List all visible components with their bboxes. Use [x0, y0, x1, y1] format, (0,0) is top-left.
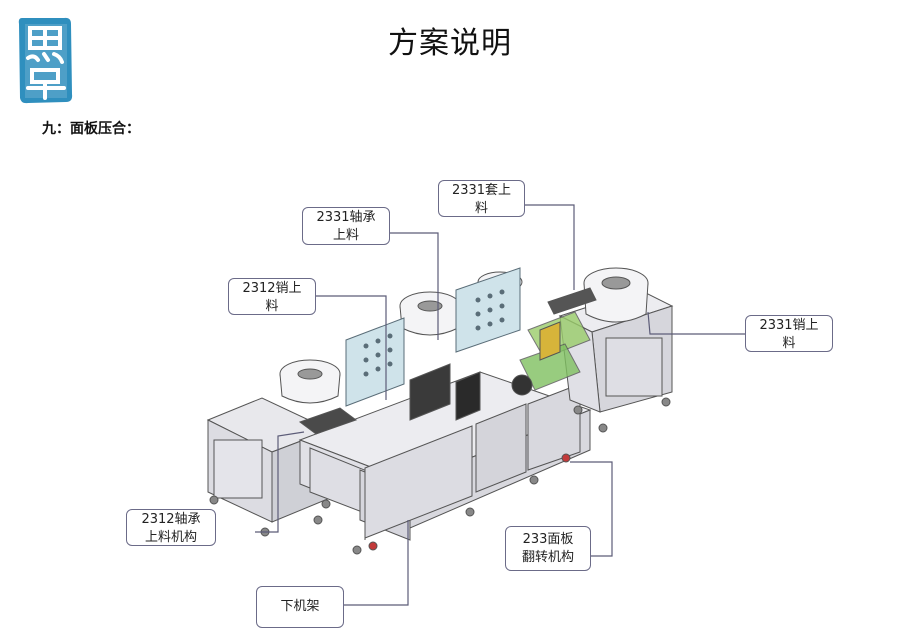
callout-line: 2312轴承 — [141, 512, 201, 527]
callout-2331-bearing-feed: 2331轴承 上料 — [302, 207, 390, 245]
callout-line: 料 — [782, 336, 796, 351]
callout-line: 2331套上 — [451, 183, 512, 198]
callout-line: 上料 — [332, 228, 359, 243]
callout-line: 下机架 — [280, 599, 320, 614]
callout-line: 233面板 — [522, 532, 574, 547]
callout-233-panel-flip-mechanism: 233面板 翻转机构 — [505, 526, 591, 571]
callout-2312-bearing-feed-mechanism: 2312轴承 上料机构 — [126, 509, 216, 546]
callout-line: 料 — [474, 201, 488, 216]
callout-line: 上料机构 — [144, 530, 197, 545]
callout-line: 2312销上 — [242, 281, 302, 296]
page-title: 方案说明 — [388, 26, 512, 61]
company-logo — [18, 17, 73, 104]
callout-lower-frame: 下机架 — [256, 586, 344, 628]
callout-line: 料 — [265, 299, 279, 314]
callout-2331-bushing-feed: 2331套上 料 — [438, 180, 525, 217]
callout-line: 2331销上 — [759, 318, 819, 333]
callout-line: 2331轴承 — [316, 210, 376, 225]
section-heading: 九：面板压合： — [42, 121, 140, 137]
callout-2331-pin-feed: 2331销上 料 — [745, 315, 833, 352]
callout-line: 翻转机构 — [521, 550, 574, 565]
callout-2312-pin-feed: 2312销上 料 — [228, 278, 316, 315]
